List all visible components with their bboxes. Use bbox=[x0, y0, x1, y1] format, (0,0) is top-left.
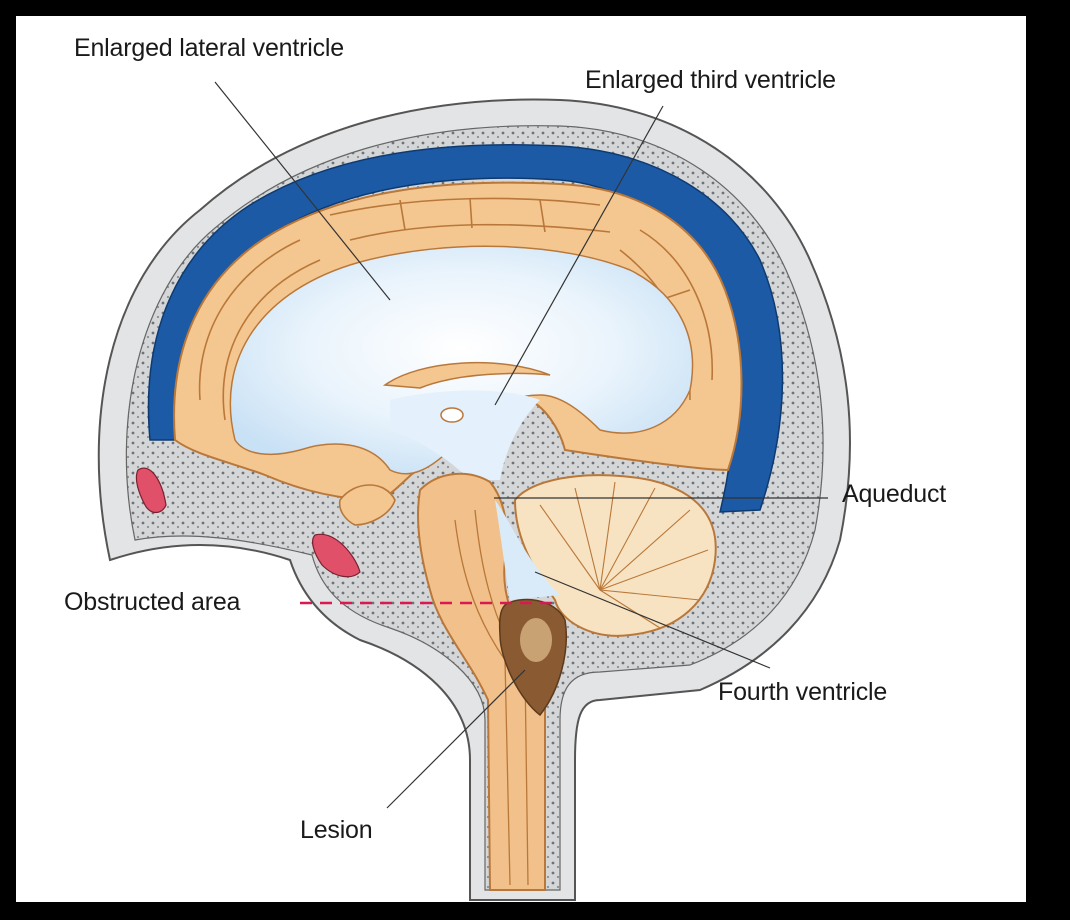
interthalamic-adhesion bbox=[440, 407, 464, 423]
sinus-sagittal bbox=[312, 533, 361, 578]
fornix bbox=[382, 361, 551, 389]
label-fourth-ventricle: Fourth ventricle bbox=[718, 678, 888, 706]
third-ventricle bbox=[390, 390, 540, 480]
sinus-occipital bbox=[135, 467, 167, 514]
label-aqueduct: Aqueduct bbox=[842, 480, 947, 508]
cerebellum-folia bbox=[539, 481, 709, 629]
lesion-core bbox=[520, 618, 552, 662]
label-lesion: Lesion bbox=[300, 816, 373, 844]
label-third-ventricle: Enlarged third ventricle bbox=[585, 66, 836, 94]
label-lateral-ventricle: Enlarged lateral ventricle bbox=[74, 34, 344, 62]
label-obstructed-area: Obstructed area bbox=[64, 588, 241, 616]
lateral-ventricle bbox=[229, 245, 694, 475]
optic-region bbox=[338, 484, 396, 526]
subarachnoid-space bbox=[147, 144, 784, 513]
fourth-ventricle bbox=[495, 500, 560, 600]
leader-lines bbox=[214, 81, 828, 809]
